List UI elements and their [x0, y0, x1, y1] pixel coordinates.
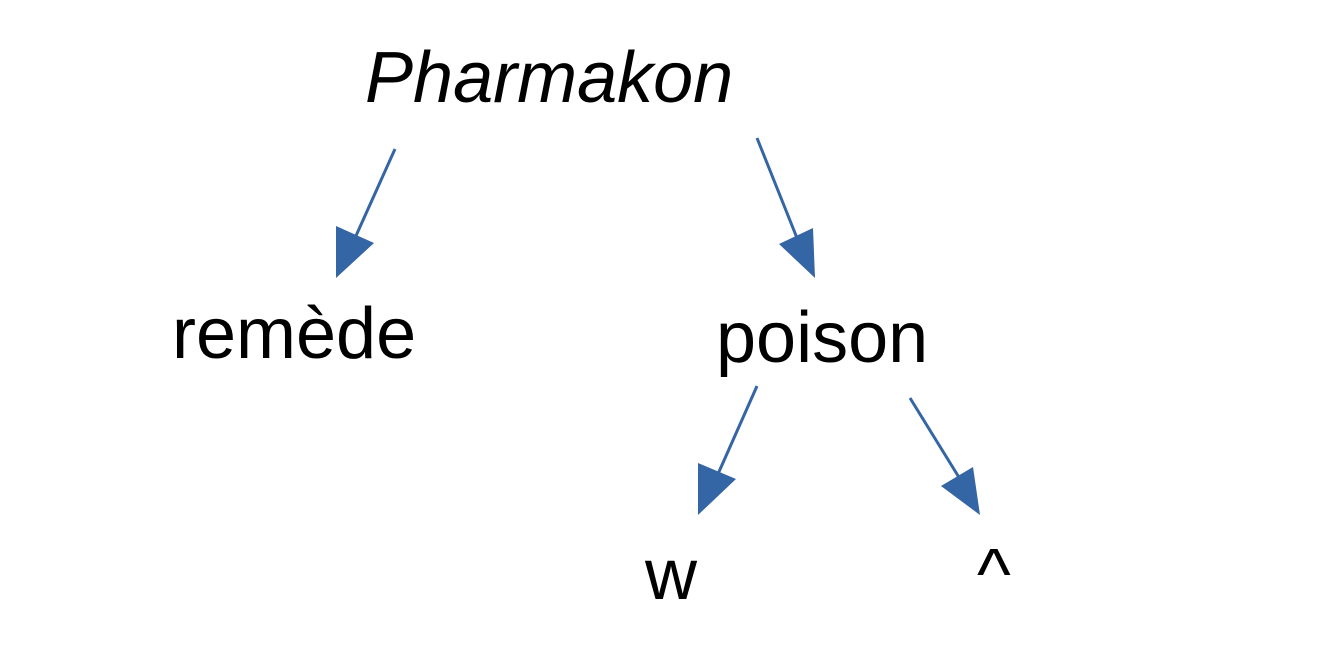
node-w: w: [644, 535, 698, 615]
node-poison: poison: [716, 298, 928, 378]
arrow-poison-to-w: [698, 385, 759, 515]
arrow-poison-to-caret: [908, 397, 980, 515]
node-caret: ^: [977, 535, 1011, 615]
node-remede: remède: [172, 294, 416, 374]
arrow-root-to-remede: [336, 148, 397, 278]
arrow-root-to-poison: [755, 137, 815, 278]
node-pharmakon: Pharmakon: [365, 38, 733, 118]
